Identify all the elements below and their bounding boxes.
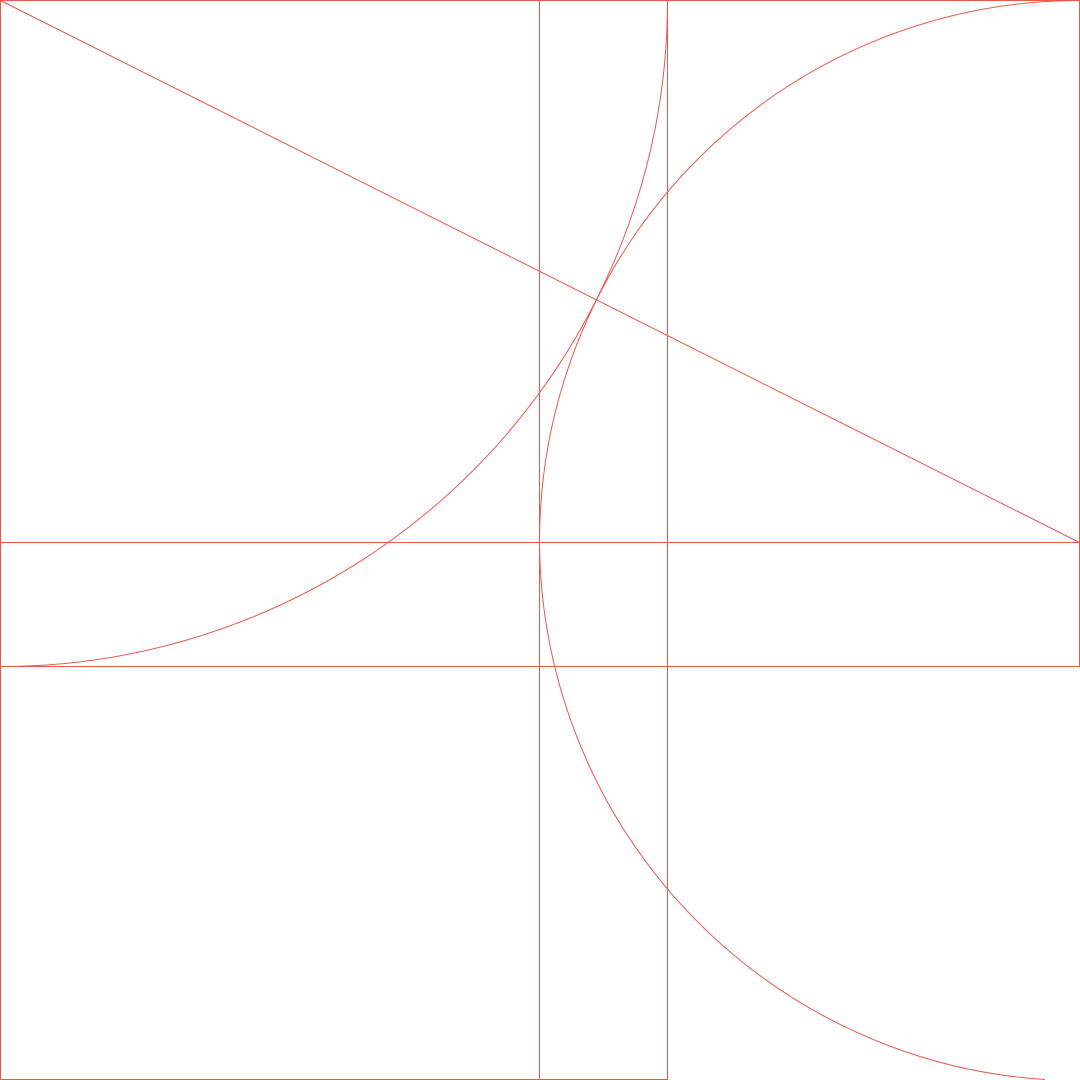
left-column-rectangle bbox=[0, 666, 668, 1080]
right-half-arc bbox=[538, 0, 1080, 1080]
diagonal-line bbox=[0, 0, 1080, 543]
left-quarter-arc bbox=[0, 0, 668, 667]
